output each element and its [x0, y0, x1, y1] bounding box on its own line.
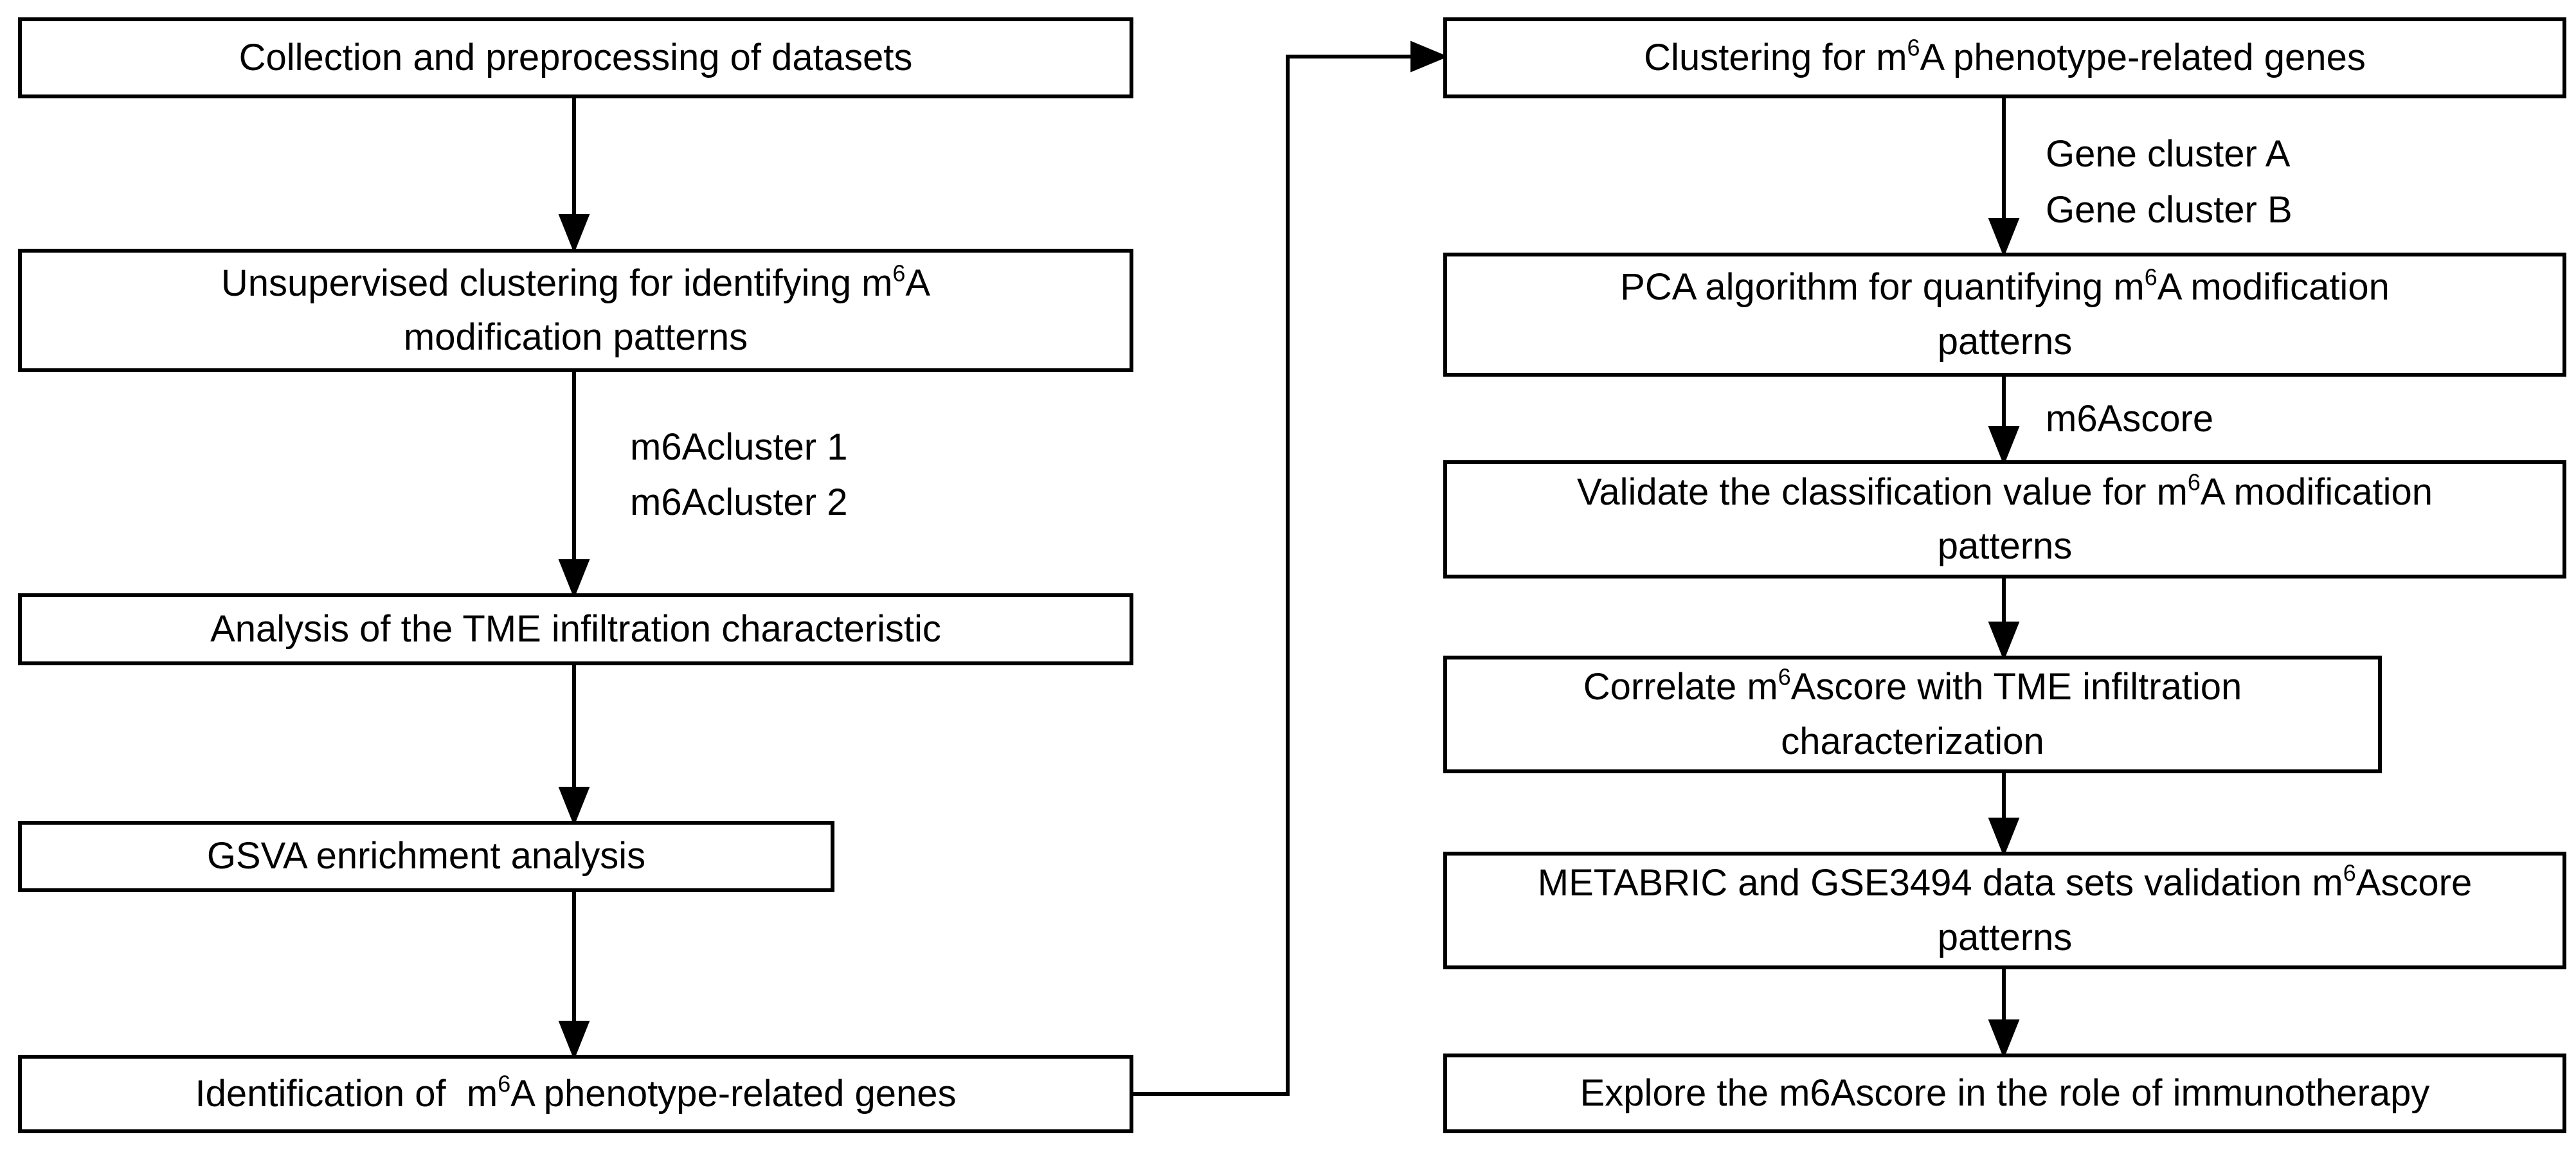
- text-part: modification patterns: [403, 316, 748, 358]
- superscript: 6: [2144, 264, 2157, 291]
- text-part: Explore the m6Ascore in the role of immu…: [1580, 1072, 2430, 1114]
- step-gsva-text: GSVA enrichment analysis: [207, 829, 645, 883]
- right-arrows: [1988, 96, 2020, 1059]
- arrowhead-9: [1988, 818, 2020, 857]
- arrowhead-6: [1988, 218, 2020, 258]
- arrowhead-2: [558, 559, 590, 599]
- text-part: Ascore: [2355, 862, 2472, 904]
- step-unsupervised-text: Unsupervised clustering for identifying …: [221, 256, 930, 364]
- step-pca-text: PCA algorithm for quantifying m6A modifi…: [1620, 260, 2390, 368]
- arrowhead-10: [1988, 1019, 2020, 1059]
- step-validate-text: Validate the classification value for m6…: [1577, 465, 2433, 573]
- edge-label-m6ascore: m6Ascore: [2046, 398, 2214, 440]
- text-part: A modification: [2157, 266, 2390, 309]
- text-part: patterns: [1937, 320, 2073, 363]
- edge-label-m6acluster-2: m6Acluster 2: [630, 481, 848, 523]
- superscript: 6: [892, 260, 906, 287]
- arrowhead-1: [558, 214, 590, 254]
- text-part: Ascore with TME infiltration: [1790, 666, 2242, 708]
- text-part: Clustering for m: [1644, 36, 1907, 78]
- text-part: A phenotype-related genes: [1920, 36, 2366, 78]
- superscript: 6: [1778, 664, 1791, 691]
- arrowhead-4: [558, 1021, 590, 1061]
- left-arrows: [558, 40, 1448, 1096]
- step-tme-analysis-box: Analysis of the TME infiltration charact…: [18, 593, 1133, 665]
- text-part: Unsupervised clustering for identifying …: [221, 262, 893, 304]
- arrowhead-8: [1988, 622, 2020, 661]
- edge-label-m6acluster-1: m6Acluster 1: [630, 426, 848, 468]
- text-part: Identification of m: [195, 1072, 498, 1115]
- arrowhead-3: [558, 787, 590, 827]
- step-clustering-genes-text: Clustering for m6A phenotype-related gen…: [1644, 31, 2366, 85]
- text-part: PCA algorithm for quantifying m: [1620, 266, 2145, 309]
- superscript: 6: [1907, 34, 1920, 61]
- step-tme-analysis-text: Analysis of the TME infiltration charact…: [210, 602, 941, 656]
- step-pca-box: PCA algorithm for quantifying m6A modifi…: [1443, 253, 2566, 377]
- step-collection-box: Collection and preprocessing of datasets: [18, 17, 1133, 98]
- text-part: patterns: [1937, 916, 2073, 958]
- text-part: GSVA enrichment analysis: [206, 835, 646, 877]
- text-part: Analysis of the TME infiltration charact…: [210, 607, 941, 650]
- arrow-identification-to-clustering: [1133, 55, 1412, 1096]
- step-explore-box: Explore the m6Ascore in the role of immu…: [1443, 1054, 2566, 1133]
- step-gsva-box: GSVA enrichment analysis: [18, 821, 834, 892]
- text-part: patterns: [1937, 525, 2073, 567]
- text-part: Correlate m: [1583, 666, 1778, 708]
- superscript: 6: [498, 1070, 511, 1097]
- step-collection-text: Collection and preprocessing of datasets: [239, 31, 913, 85]
- text-part: Validate the classification value for m: [1576, 471, 2188, 513]
- step-explore-text: Explore the m6Ascore in the role of immu…: [1580, 1066, 2430, 1120]
- text-part: METABRIC and GSE3494 data sets validatio…: [1537, 862, 2343, 904]
- edge-label-gene-cluster-a: Gene cluster A: [2046, 133, 2291, 175]
- superscript: 6: [2187, 469, 2201, 496]
- step-unsupervised-box: Unsupervised clustering for identifying …: [18, 249, 1133, 372]
- step-validate-box: Validate the classification value for m6…: [1443, 460, 2566, 578]
- step-correlate-text: Correlate m6Ascore with TME infiltration…: [1583, 660, 2242, 768]
- step-identification-text: Identification of m6A phenotype-related …: [195, 1067, 957, 1121]
- text-part: A phenotype-related genes: [510, 1072, 957, 1115]
- text-part: A: [905, 262, 931, 304]
- text-part: Collection and preprocessing of datasets: [239, 36, 913, 78]
- arrowhead-5: [1410, 40, 1448, 73]
- step-clustering-genes-box: Clustering for m6A phenotype-related gen…: [1443, 17, 2566, 98]
- superscript: 6: [2343, 860, 2356, 887]
- edge-label-gene-cluster-b: Gene cluster B: [2046, 189, 2292, 231]
- step-correlate-box: Correlate m6Ascore with TME infiltration…: [1443, 656, 2382, 773]
- step-identification-box: Identification of m6A phenotype-related …: [18, 1055, 1133, 1133]
- text-part: A modification: [2200, 471, 2433, 513]
- step-metabric-box: METABRIC and GSE3494 data sets validatio…: [1443, 852, 2566, 969]
- arrowhead-7: [1988, 426, 2020, 466]
- text-part: characterization: [1781, 720, 2044, 762]
- step-metabric-text: METABRIC and GSE3494 data sets validatio…: [1538, 856, 2472, 964]
